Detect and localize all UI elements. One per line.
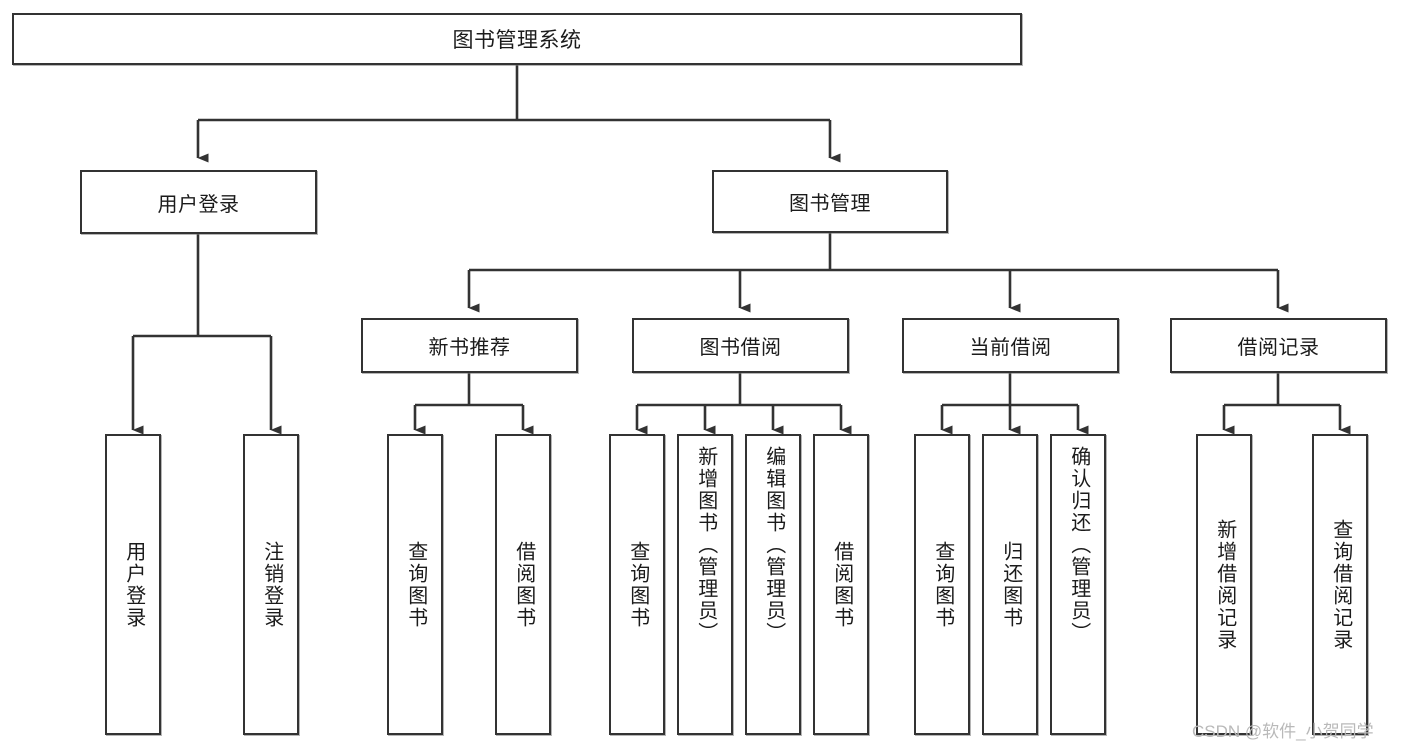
node-leaf-borrow-book-2[interactable]: 借阅图书	[813, 434, 869, 735]
node-user-login-label: 用户登录	[157, 193, 240, 216]
node-root-label: 图书管理系统	[452, 29, 582, 52]
node-book-borrow-label: 图书借阅	[699, 337, 782, 359]
node-current-borrow-label: 当前借阅	[969, 337, 1052, 359]
node-leaf-query-book-1-label: 查询图书	[404, 540, 427, 629]
node-root-system[interactable]: 图书管理系统	[12, 13, 1022, 65]
node-book-borrow[interactable]: 图书借阅	[632, 318, 849, 373]
node-leaf-query-record[interactable]: 查询借阅记录	[1312, 434, 1368, 735]
node-borrow-record-label: 借阅记录	[1237, 337, 1320, 359]
edges-newbook-to-leaves	[413, 373, 534, 435]
node-leaf-borrow-book-2-label: 借阅图书	[830, 540, 853, 629]
node-leaf-borrow-book-1-label: 借阅图书	[512, 540, 535, 629]
node-user-login[interactable]: 用户登录	[80, 170, 317, 234]
edges-bookmanage-to-level2	[467, 233, 1289, 313]
node-leaf-add-book-label: 新增图书（管理员）	[694, 446, 717, 644]
node-new-book-recommend-label: 新书推荐	[428, 337, 511, 359]
node-leaf-user-login[interactable]: 用户登录	[105, 434, 161, 735]
node-leaf-query-book-3[interactable]: 查询图书	[914, 434, 970, 735]
edges-borrowrecord-to-leaves	[1222, 373, 1351, 435]
node-leaf-user-logout[interactable]: 注销登录	[243, 434, 299, 735]
edges-root-to-level1	[196, 65, 841, 163]
node-leaf-query-record-label: 查询借阅记录	[1329, 518, 1352, 651]
node-borrow-record[interactable]: 借阅记录	[1170, 318, 1387, 373]
node-leaf-query-book-1[interactable]: 查询图书	[387, 434, 443, 735]
node-leaf-edit-book-label: 编辑图书（管理员）	[762, 446, 785, 644]
node-leaf-user-login-label: 用户登录	[122, 540, 145, 629]
node-leaf-query-book-2-label: 查询图书	[626, 540, 649, 629]
node-leaf-add-record-label: 新增借阅记录	[1213, 518, 1236, 651]
node-leaf-edit-book[interactable]: 编辑图书（管理员）	[745, 434, 801, 735]
node-leaf-return-book-label: 归还图书	[999, 540, 1022, 629]
node-leaf-return-book[interactable]: 归还图书	[982, 434, 1038, 735]
node-leaf-borrow-book-1[interactable]: 借阅图书	[495, 434, 551, 735]
node-leaf-add-book[interactable]: 新增图书（管理员）	[677, 434, 733, 735]
node-book-manage[interactable]: 图书管理	[712, 170, 948, 233]
node-leaf-query-book-3-label: 查询图书	[931, 540, 954, 629]
edges-bookborrow-to-leaves	[635, 373, 852, 435]
node-leaf-query-book-2[interactable]: 查询图书	[609, 434, 665, 735]
node-current-borrow[interactable]: 当前借阅	[902, 318, 1119, 373]
edges-currentborrow-to-leaves	[940, 373, 1089, 435]
node-leaf-confirm-return-label: 确认归还（管理员）	[1067, 446, 1090, 644]
node-new-book-recommend[interactable]: 新书推荐	[361, 318, 578, 373]
node-leaf-user-logout-label: 注销登录	[260, 540, 283, 629]
node-book-manage-label: 图书管理	[789, 193, 871, 215]
edges-userlogin-to-leaves	[131, 234, 282, 435]
node-leaf-confirm-return[interactable]: 确认归还（管理员）	[1050, 434, 1106, 735]
node-leaf-add-record[interactable]: 新增借阅记录	[1196, 434, 1252, 735]
